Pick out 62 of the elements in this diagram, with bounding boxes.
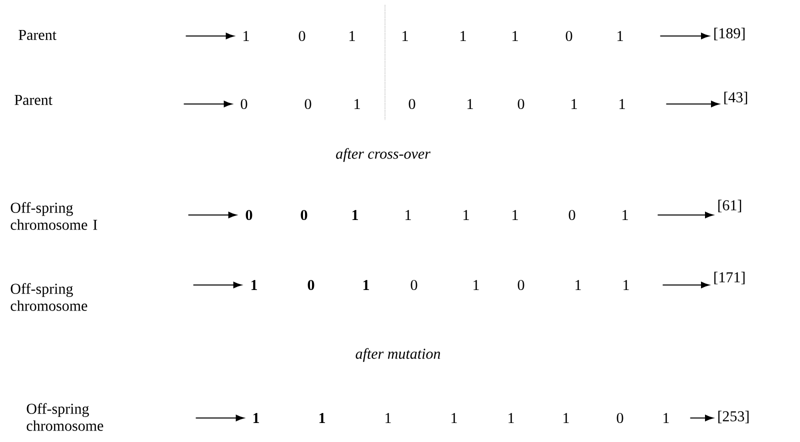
decimal-value: [253] — [718, 410, 749, 424]
bit: 0 — [518, 280, 524, 290]
row-label: Off-spring chromosome — [26, 403, 104, 431]
bit: 1 — [253, 413, 259, 423]
arrow — [666, 100, 720, 108]
bit: 1 — [251, 280, 257, 290]
arrow — [195, 414, 244, 422]
row-label: Parent — [18, 30, 56, 40]
bit: 0 — [566, 30, 572, 42]
bit: 1 — [464, 210, 469, 220]
bit: 0 — [246, 210, 252, 220]
bit: 1 — [474, 280, 479, 290]
bit: 1 — [354, 99, 360, 109]
bit: 0 — [410, 280, 418, 290]
arrow — [192, 282, 242, 288]
bit: 1 — [244, 31, 249, 41]
bit: 0 — [568, 210, 576, 220]
bit: 0 — [308, 280, 314, 290]
arrow — [188, 212, 237, 218]
bit: 1 — [620, 99, 625, 109]
bit: 1 — [460, 31, 466, 41]
bit: 0 — [240, 98, 248, 110]
bit: 1 — [468, 99, 473, 109]
arrow — [183, 100, 232, 108]
bit: 0 — [616, 412, 624, 424]
decimal-value: [189] — [714, 28, 745, 40]
arrow — [690, 414, 714, 422]
bit: 1 — [564, 413, 569, 423]
bit: 0 — [304, 98, 312, 110]
bit: 0 — [300, 210, 308, 220]
stage-caption: after cross-over — [336, 148, 430, 162]
arrow — [185, 32, 234, 40]
bit: 1 — [576, 280, 581, 290]
bit: 1 — [622, 210, 628, 220]
bit: 1 — [512, 31, 518, 41]
bit: 1 — [664, 413, 669, 423]
bit: 1 — [618, 31, 623, 41]
arrow — [662, 282, 710, 288]
arrow — [657, 212, 714, 218]
bit: 1 — [402, 31, 408, 41]
row-label: Parent — [14, 95, 52, 105]
bit: 1 — [319, 413, 325, 423]
bit: 1 — [572, 99, 577, 109]
bit: 1 — [352, 210, 358, 220]
bit: 1 — [508, 413, 514, 423]
stage-caption: after mutation — [356, 348, 440, 362]
bit: 1 — [406, 210, 411, 220]
bit: 1 — [363, 280, 369, 290]
decimal-value: [61] — [718, 200, 742, 212]
bit: 1 — [350, 31, 355, 41]
row-label: Off-spring chromosome I — [10, 202, 98, 230]
bit: 0 — [408, 98, 416, 110]
bit: 1 — [624, 280, 629, 290]
arrow — [660, 32, 710, 40]
bit: 1 — [512, 210, 518, 220]
bit: 1 — [386, 413, 391, 423]
bit: 0 — [298, 30, 306, 42]
decimal-value: [171] — [714, 272, 745, 284]
decimal-value: [43] — [724, 92, 748, 104]
row-label: Off-spring chromosome — [10, 283, 88, 311]
bit: 0 — [518, 98, 524, 110]
bit: 1 — [452, 413, 457, 423]
